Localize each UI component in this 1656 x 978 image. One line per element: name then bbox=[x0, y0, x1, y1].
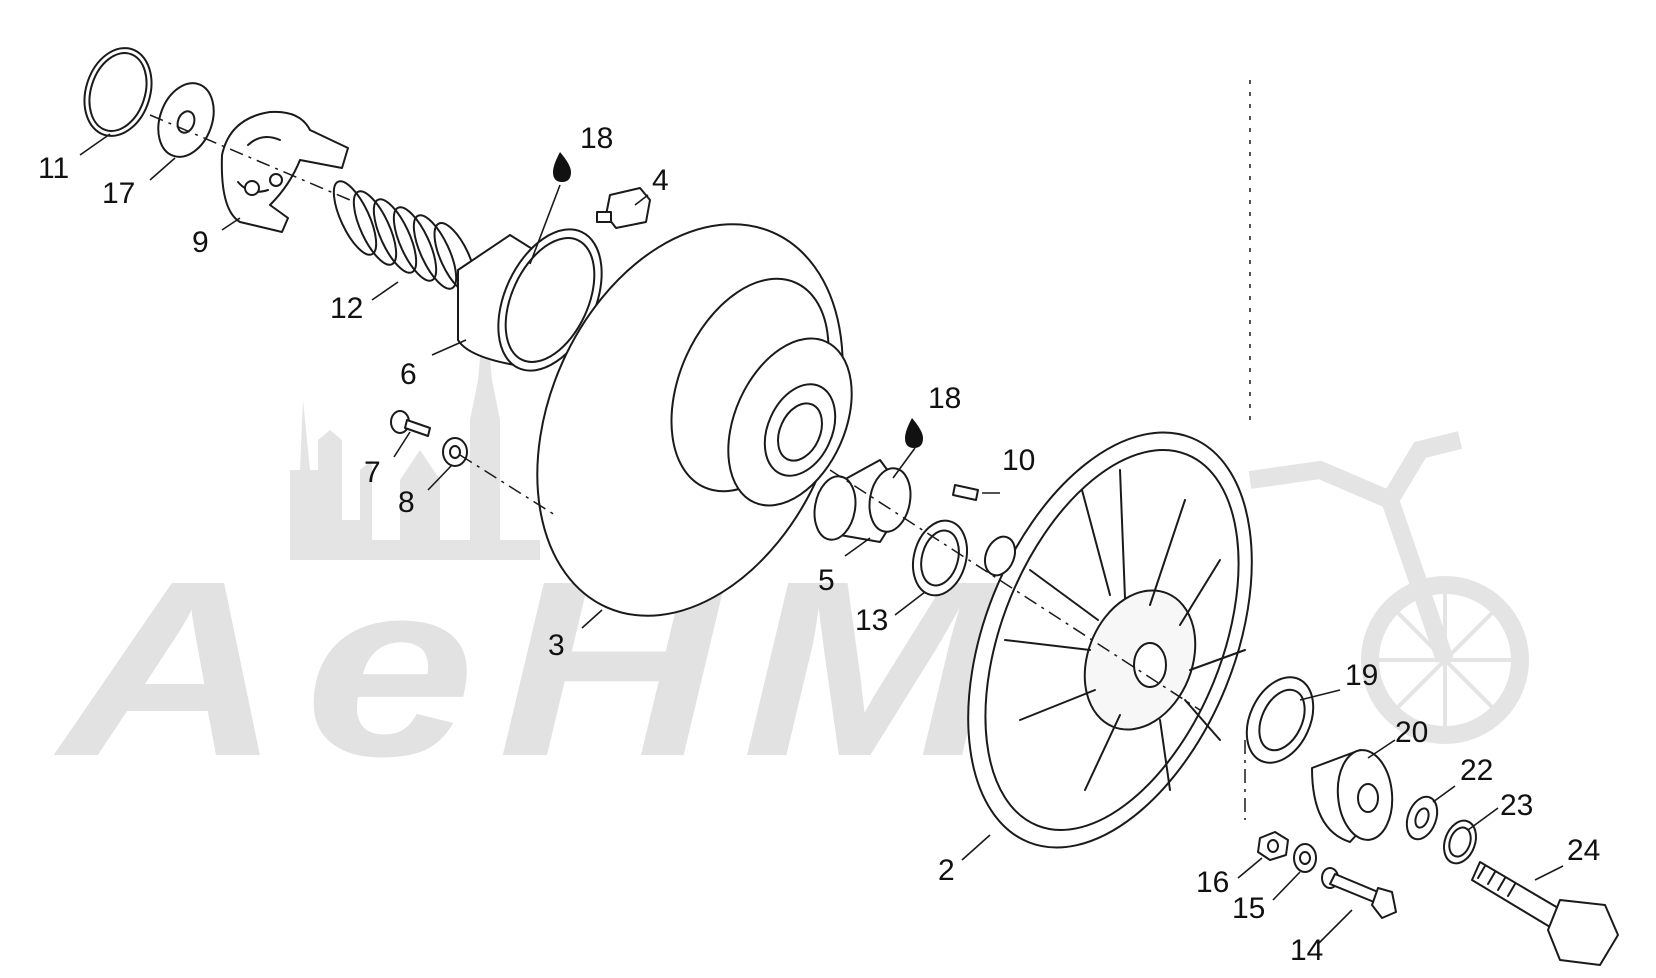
part-bushing bbox=[813, 459, 912, 543]
part-bolt bbox=[1471, 861, 1619, 966]
callout: 3 bbox=[548, 629, 565, 662]
leader-lines bbox=[79, 133, 1564, 945]
callout: 19 bbox=[1345, 659, 1378, 692]
watermark-text: AeHM bbox=[53, 529, 1020, 808]
callout: 16 bbox=[1196, 866, 1229, 899]
callout: 23 bbox=[1500, 789, 1533, 822]
callout: 22 bbox=[1460, 754, 1493, 787]
callout: 8 bbox=[398, 486, 415, 519]
watermark-wheel-spokes bbox=[1375, 590, 1515, 730]
part-block bbox=[596, 187, 651, 229]
watermark: AeHM bbox=[53, 300, 1529, 808]
part-key bbox=[952, 484, 979, 501]
watermark-motorcycle bbox=[1248, 431, 1529, 744]
grease-drop-icon bbox=[553, 152, 571, 182]
grease-drop-icon bbox=[905, 418, 923, 448]
part-washer-15 bbox=[1293, 843, 1317, 873]
callout: 20 bbox=[1395, 716, 1428, 749]
part-screw-14 bbox=[1321, 867, 1397, 919]
callout: 24 bbox=[1567, 834, 1600, 867]
part-spacer bbox=[1311, 749, 1394, 843]
callout: 14 bbox=[1290, 934, 1323, 967]
watermark-skyline bbox=[290, 300, 540, 560]
part-washer-13 bbox=[912, 519, 968, 597]
callout: 12 bbox=[330, 292, 363, 325]
callout: 18 bbox=[580, 122, 613, 155]
callout: 5 bbox=[818, 564, 835, 597]
part-sleeve bbox=[457, 228, 603, 372]
part-screw-7 bbox=[390, 410, 431, 437]
part-nut bbox=[1257, 831, 1289, 861]
callouts: 11 17 9 18 4 12 6 7 8 18 10 5 13 3 19 20… bbox=[38, 122, 1600, 967]
part-movable-sheave bbox=[536, 223, 853, 617]
callout: 15 bbox=[1232, 892, 1265, 925]
part-washer-17 bbox=[157, 82, 215, 158]
part-washer-19 bbox=[1245, 676, 1315, 764]
callout: 13 bbox=[855, 604, 888, 637]
parts bbox=[83, 47, 1619, 966]
part-washer-23 bbox=[1443, 819, 1477, 865]
callout: 6 bbox=[400, 358, 417, 391]
part-washer-22 bbox=[1405, 795, 1439, 841]
part-washer-8 bbox=[442, 437, 468, 467]
callout: 4 bbox=[652, 164, 669, 197]
callout: 18 bbox=[928, 382, 961, 415]
callout: 17 bbox=[102, 177, 135, 210]
callout: 10 bbox=[1002, 444, 1035, 477]
callout: 9 bbox=[192, 226, 209, 259]
part-fixed-sheave bbox=[967, 431, 1253, 849]
callout: 2 bbox=[938, 854, 955, 887]
part-retaining-ring bbox=[83, 47, 153, 137]
callout: 11 bbox=[38, 152, 69, 185]
callout: 7 bbox=[364, 456, 381, 489]
center-lines bbox=[149, 80, 1251, 820]
sheave-ribs bbox=[1004, 469, 1246, 791]
